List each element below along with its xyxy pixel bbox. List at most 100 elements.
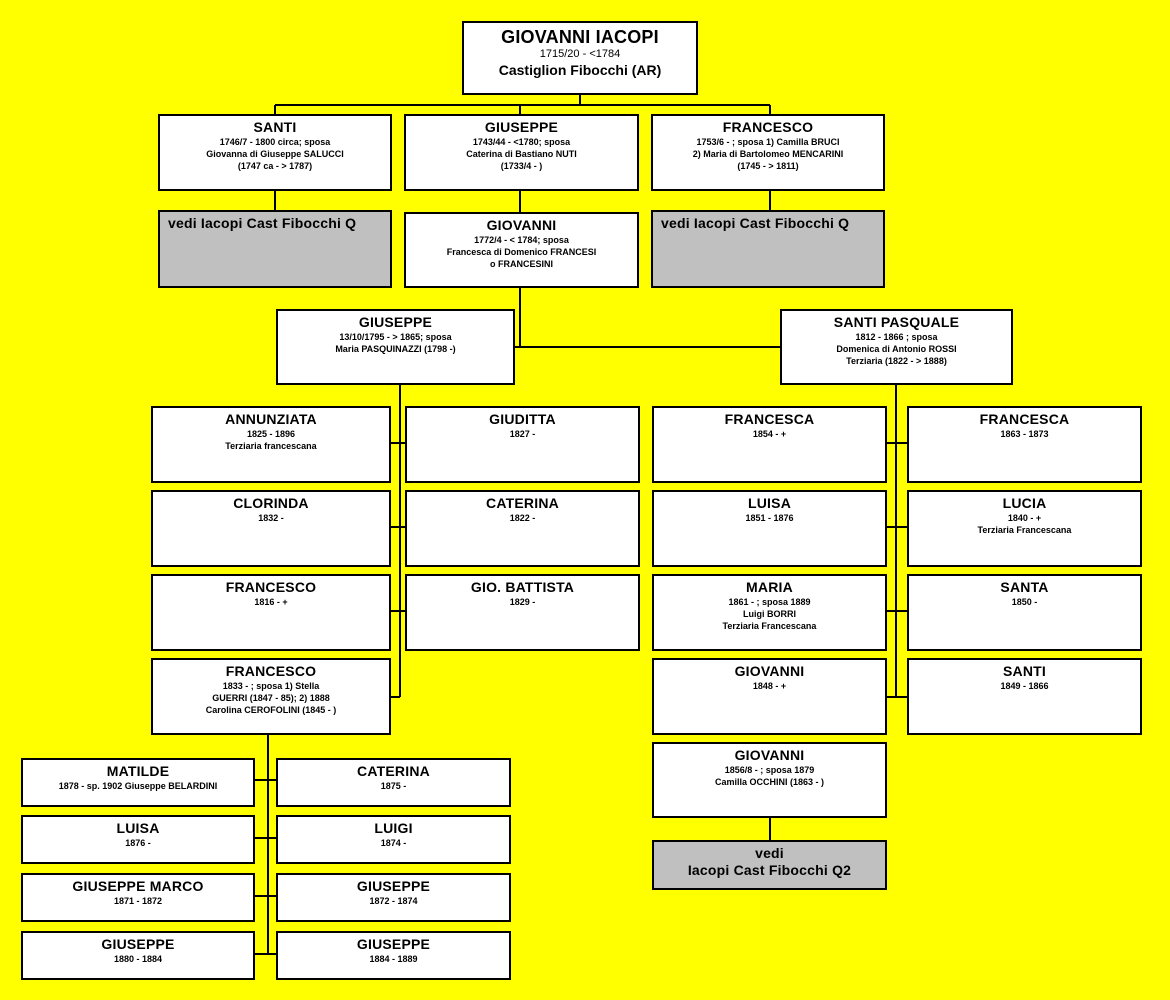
- person-line-1: 1840 - +: [1007, 513, 1042, 523]
- person-giuseppe-1880: GIUSEPPE 1880 - 1884: [21, 931, 255, 980]
- person-line-1: 1829 -: [509, 597, 536, 607]
- person-line-1: 13/10/1795 - > 1865; sposa: [339, 332, 452, 342]
- person-name: SANTI PASQUALE: [833, 314, 960, 330]
- person-name: CATERINA: [486, 495, 559, 511]
- person-line-1: 1753/6 - ; sposa 1) Camilla BRUCI: [696, 137, 840, 147]
- person-line-1: 1833 - ; sposa 1) Stella: [222, 681, 320, 691]
- person-line-2: Giovanna di Giuseppe SALUCCI: [206, 149, 344, 159]
- person-name: LUISA: [116, 820, 160, 836]
- person-line-1: 1850 -: [1011, 597, 1038, 607]
- person-line-2: 2) Maria di Bartolomeo MENCARINI: [692, 149, 844, 159]
- person-line-1: 1822 -: [509, 513, 536, 523]
- person-line-3: Carolina CEROFOLINI (1845 - ): [205, 705, 337, 715]
- person-line-2: Domenica di Antonio ROSSI: [836, 344, 957, 354]
- person-line-1: 1812 - 1866 ; sposa: [855, 332, 938, 342]
- person-line-1: 1874 -: [380, 838, 407, 848]
- person-name: FRANCESCO: [225, 579, 317, 595]
- person-francesca-1863: FRANCESCA 1863 - 1873: [907, 406, 1142, 483]
- person-line-1: 1878 - sp. 1902 Giuseppe BELARDINI: [58, 781, 218, 791]
- person-lucia: LUCIA 1840 - + Terziaria Francescana: [907, 490, 1142, 567]
- reference-text: vedi Iacopi Cast Fibocchi Q: [168, 215, 357, 231]
- person-name: GIUSEPPE: [356, 936, 431, 952]
- person-line-1: 1861 - ; sposa 1889: [728, 597, 811, 607]
- person-dates: 1715/20 - <1784: [539, 48, 621, 60]
- person-giovanni-1856: GIOVANNI 1856/8 - ; sposa 1879 Camilla O…: [652, 742, 887, 818]
- person-name: SANTI: [253, 119, 297, 135]
- person-name: GIO. BATTISTA: [470, 579, 575, 595]
- person-name: FRANCESCA: [979, 411, 1070, 427]
- person-line-1: 1827 -: [509, 429, 536, 439]
- person-name: GIOVANNI: [486, 217, 557, 233]
- reference-text-line-1: vedi: [755, 845, 784, 861]
- person-name: FRANCESCA: [724, 411, 815, 427]
- person-line-2: GUERRI (1847 - 85); 2) 1888: [212, 693, 330, 703]
- reference-text-line-2: Iacopi Cast Fibocchi Q2: [687, 862, 852, 878]
- person-name: GIUSEPPE MARCO: [72, 878, 204, 894]
- person-name: GIUDITTA: [489, 411, 556, 427]
- person-name: MATILDE: [106, 763, 170, 779]
- person-name: CATERINA: [357, 763, 430, 779]
- reference-box-right: vedi Iacopi Cast Fibocchi Q: [651, 210, 885, 288]
- person-francesco-1833: FRANCESCO 1833 - ; sposa 1) Stella GUERR…: [151, 658, 391, 735]
- person-line-2: Terziaria francescana: [225, 441, 317, 451]
- person-line-2: Francesca di Domenico FRANCESI: [446, 247, 597, 257]
- person-place: Castiglion Fibocchi (AR): [498, 62, 662, 78]
- person-francesca-1854: FRANCESCA 1854 - +: [652, 406, 887, 483]
- person-line-2: Camilla OCCHINI (1863 - ): [714, 777, 825, 787]
- reference-text: vedi Iacopi Cast Fibocchi Q: [661, 215, 850, 231]
- person-luisa-1851: LUISA 1851 - 1876: [652, 490, 887, 567]
- person-santi-pasquale: SANTI PASQUALE 1812 - 1866 ; sposa Domen…: [780, 309, 1013, 385]
- person-name: LUISA: [748, 495, 791, 511]
- person-name: FRANCESCO: [225, 663, 317, 679]
- person-giuseppe-marco: GIUSEPPE MARCO 1871 - 1872: [21, 873, 255, 922]
- person-caterina-1875: CATERINA 1875 -: [276, 758, 511, 807]
- person-giuditta: GIUDITTA 1827 -: [405, 406, 640, 483]
- person-name: GIUSEPPE: [356, 878, 431, 894]
- person-name: GIUSEPPE: [101, 936, 175, 952]
- person-line-2: Caterina di Bastiano NUTI: [466, 149, 577, 159]
- person-giuseppe: GIUSEPPE 1743/44 - <1780; sposa Caterina…: [404, 114, 639, 191]
- person-line-1: 1875 -: [380, 781, 407, 791]
- person-line-3: (1747 ca - > 1787): [237, 161, 313, 171]
- person-caterina-1822: CATERINA 1822 -: [405, 490, 640, 567]
- person-luisa-1876: LUISA 1876 -: [21, 815, 255, 864]
- person-giuseppe-1795: GIUSEPPE 13/10/1795 - > 1865; sposa Mari…: [276, 309, 515, 385]
- person-name: ANNUNZIATA: [225, 411, 317, 427]
- person-line-1: 1772/4 - < 1784; sposa: [474, 235, 569, 245]
- person-line-1: 1872 - 1874: [369, 896, 418, 906]
- person-maria: MARIA 1861 - ; sposa 1889 Luigi BORRI Te…: [652, 574, 887, 651]
- person-line-1: 1851 - 1876: [745, 513, 794, 523]
- person-line-3: Terziaria (1822 - > 1888): [846, 356, 947, 366]
- person-name: GIUSEPPE: [358, 314, 433, 330]
- person-line-1: 1848 - +: [752, 681, 787, 691]
- person-line-3: o FRANCESINI: [490, 259, 553, 269]
- person-line-2: Terziaria Francescana: [977, 525, 1072, 535]
- person-line-1: 1863 - 1873: [1000, 429, 1049, 439]
- person-name: MARIA: [746, 579, 793, 595]
- person-line-1: 1832 -: [258, 513, 284, 523]
- person-line-3: Terziaria Francescana: [722, 621, 817, 631]
- person-annunziata: ANNUNZIATA 1825 - 1896 Terziaria frances…: [151, 406, 391, 483]
- person-line-1: 1825 - 1896: [246, 429, 296, 439]
- person-line-1: 1849 - 1866: [1000, 681, 1049, 691]
- person-name: GIOVANNI: [734, 663, 805, 679]
- person-luigi: LUIGI 1874 -: [276, 815, 511, 864]
- person-giovanni-1848: GIOVANNI 1848 - +: [652, 658, 887, 735]
- reference-box-bottom: vedi Iacopi Cast Fibocchi Q2: [652, 840, 887, 890]
- person-line-1: 1876 -: [125, 838, 151, 848]
- person-name: GIOVANNI IACOPI: [501, 27, 659, 47]
- person-line-2: Luigi BORRI: [743, 609, 796, 619]
- person-name: LUCIA: [1002, 495, 1047, 511]
- person-clorinda: CLORINDA 1832 -: [151, 490, 391, 567]
- person-santa: SANTA 1850 -: [907, 574, 1142, 651]
- person-line-1: 1856/8 - ; sposa 1879: [724, 765, 815, 775]
- person-line-3: (1745 - > 1811): [737, 161, 799, 171]
- reference-box-left: vedi Iacopi Cast Fibocchi Q: [158, 210, 392, 288]
- person-name: GIOVANNI: [734, 747, 805, 763]
- person-name: GIUSEPPE: [484, 119, 559, 135]
- person-francesco: FRANCESCO 1753/6 - ; sposa 1) Camilla BR…: [651, 114, 885, 191]
- person-name: LUIGI: [374, 820, 413, 836]
- person-line-1: 1746/7 - 1800 circa; sposa: [219, 137, 331, 147]
- person-line-2: Maria PASQUINAZZI (1798 -): [335, 344, 456, 354]
